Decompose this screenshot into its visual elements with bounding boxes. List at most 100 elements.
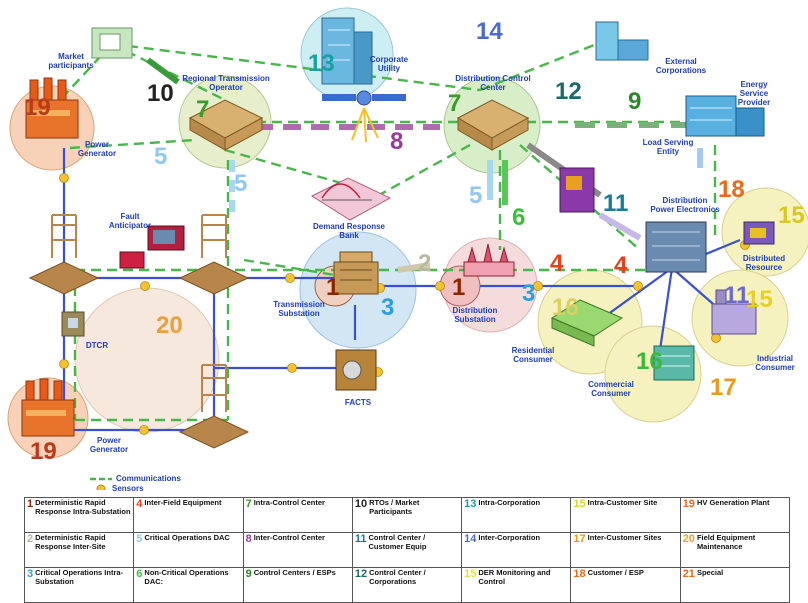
link-bars: [146, 57, 703, 273]
distributed-resource-icon: [743, 221, 775, 245]
legend-num: 7: [245, 498, 252, 510]
legend-text: RTOs / Market Participants: [369, 498, 420, 516]
corporate-utility-icon: [321, 17, 373, 85]
num-11-ind: 11: [724, 282, 750, 309]
num-5b: 5: [234, 170, 248, 197]
legend-text: Special: [696, 568, 724, 577]
label-load-serving-entity: Load Serving Entity: [642, 138, 694, 156]
satellite-icon: [322, 90, 406, 143]
label-industrial-consumer: Industrial Consumer: [755, 354, 795, 372]
legend-num: 6: [136, 568, 143, 580]
num-4b: 4: [614, 252, 628, 279]
legend-num: 4: [136, 498, 143, 510]
market-participants-icon: [91, 27, 133, 59]
load-serving-device-icon: [559, 167, 595, 213]
num-14: 14: [476, 18, 503, 45]
num-1-ds: 1: [452, 274, 466, 301]
legend-num: 2: [27, 533, 34, 545]
transmission-towers: [51, 214, 227, 412]
num-20: 20: [156, 312, 183, 339]
legend-num: 13: [464, 498, 477, 510]
power-generator-bottom-icon: [21, 378, 75, 437]
facts-icon: [335, 349, 377, 391]
label-fault-anticipator: Fault Anticipator: [108, 212, 152, 230]
legend-text: Field Equipment Maintenance: [696, 533, 756, 551]
legend-num: 15: [464, 568, 477, 580]
label-power-generator-bottom: Power Generator: [89, 436, 129, 454]
distribution-power-electronics-icon: [645, 221, 707, 273]
key-sensors-label: Sensors: [112, 484, 144, 493]
distribution-substation-icon: [463, 243, 515, 277]
legend-text: Critical Operations DAC: [144, 533, 230, 542]
legend-text: DER Monitoring and Control: [478, 568, 551, 586]
legend-text: Intra-Control Center: [253, 498, 325, 507]
network-diagram: [7, 7, 808, 490]
num-10: 10: [147, 80, 174, 107]
power-generator-top-icon: [25, 77, 79, 139]
legend-text: Inter-Customer Sites: [587, 533, 662, 542]
key-communications-label: Communications: [116, 474, 181, 483]
legend-num: 9: [245, 568, 252, 580]
legend-num: 10: [354, 498, 368, 510]
num-18: 18: [718, 176, 745, 203]
legend-text: Control Centers / ESPs: [253, 568, 336, 577]
transmission-substation-icon: [333, 251, 379, 295]
legend-num: 11: [354, 533, 367, 545]
label-residential-consumer: Residential Consumer: [511, 346, 555, 364]
num-3-ts: 3: [381, 294, 395, 321]
label-commercial-consumer: Commercial Consumer: [588, 380, 634, 398]
label-power-generator-top: Power Generator: [77, 140, 117, 158]
num-7-dcc: 7: [448, 90, 462, 117]
legend-text: Inter-Control Center: [253, 533, 325, 542]
num-8: 8: [390, 128, 404, 155]
num-15-dr: 15: [778, 202, 805, 229]
label-distribution-substation: Distribution Substation: [452, 306, 498, 324]
num-16-com: 16: [636, 348, 663, 375]
legend-text: Inter-Corporation: [478, 533, 541, 542]
dtcr-icon: [61, 311, 85, 337]
dcc-building-icon: [456, 99, 530, 151]
legend-text: Critical Operations Intra-Substation: [35, 568, 124, 586]
num-2: 2: [418, 250, 432, 277]
num-4a: 4: [550, 250, 564, 277]
label-dcc: Distribution Control Center: [455, 74, 531, 92]
legend-text: Control Center / Customer Equip: [368, 533, 427, 551]
sensor-key-dot: [96, 484, 106, 490]
num-17: 17: [710, 374, 737, 401]
legend-text: Intra-Corporation: [478, 498, 541, 507]
num-15-ind: 15: [746, 286, 773, 313]
label-distributed-resource: Distributed Resource: [742, 254, 786, 272]
label-rto: Regional Transmission Operator: [182, 74, 270, 92]
num-19-bottom: 19: [30, 438, 57, 465]
fault-anticipator-icon: [119, 225, 185, 269]
legend-text: Deterministic Rapid Response Inter-Site: [35, 533, 106, 551]
num-7-rto: 7: [196, 96, 210, 123]
label-market-participants: Market participants: [48, 52, 94, 70]
label-esp: Energy Service Provider: [737, 80, 771, 107]
legend-text: Intra-Customer Site: [587, 498, 658, 507]
legend-num: 14: [464, 533, 477, 545]
legend-text: Control Center / Corporations: [369, 568, 426, 586]
industrial-consumer-icon: [711, 289, 757, 335]
legend-text: Customer / ESP: [587, 568, 644, 577]
legend-num: 18: [573, 568, 586, 580]
external-corporations-icon: [595, 21, 649, 61]
legend-num: 20: [682, 533, 695, 545]
label-dtcr: DTCR: [85, 341, 109, 350]
